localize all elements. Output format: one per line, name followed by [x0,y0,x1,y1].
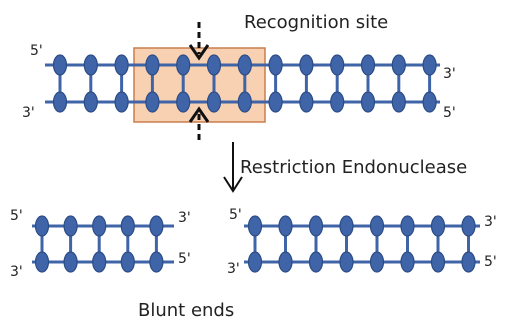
recognition-site-label: Recognition site [244,12,388,33]
right-fragment-nucleotide-bead [369,251,385,273]
uncut-nucleotide-bead [268,91,283,113]
reaction-arrow [223,142,243,193]
uncut-nucleotide-bead [206,91,222,113]
right-fragment-nucleotide-bead [461,251,476,273]
right-fragment-nucleotide-bead [339,251,354,273]
left-fragment-nucleotide-bead [120,251,135,273]
left-fragment-lower-right-label: 5' [178,251,191,267]
uncut-nucleotide-bead [83,91,98,113]
uncut-nucleotide-bead [299,91,314,113]
right-fragment-lower-right-label: 5' [484,254,497,270]
left-fragment-upper-right-label: 3' [178,210,191,226]
uncut-nucleotide-bead [330,54,345,76]
left-fragment-upper-left-label: 5' [10,208,23,224]
left-fragment-nucleotide-bead [34,215,50,237]
uncut-nucleotide-bead [114,91,129,113]
cut-site-arrow-bottom [188,106,210,140]
dna-duplex-uncut [45,54,440,113]
right-fragment-lower-left-label: 3' [227,261,240,277]
right-fragment-nucleotide-bead [400,215,415,237]
uncut-nucleotide-bead [237,91,252,113]
top-left-lower-end-label: 3' [22,105,35,121]
uncut-nucleotide-bead [330,91,345,113]
right-fragment-nucleotide-bead [308,251,324,273]
right-fragment-nucleotide-bead [400,251,415,273]
uncut-nucleotide-bead [114,54,129,76]
right-fragment-nucleotide-bead [430,251,446,273]
left-fragment-nucleotide-bead [120,215,135,237]
uncut-nucleotide-bead [422,54,437,76]
left-fragment-nucleotide-bead [92,251,107,273]
uncut-nucleotide-bead [422,91,437,113]
left-fragment-nucleotide-bead [63,251,78,273]
top-right-upper-end-label: 3' [443,66,456,82]
uncut-nucleotide-bead [52,54,68,76]
top-right-lower-end-label: 5' [443,105,456,121]
left-fragment-lower-left-label: 3' [10,264,23,280]
right-fragment-nucleotide-bead [339,215,354,237]
uncut-nucleotide-bead [360,91,376,113]
right-fragment-nucleotide-bead [308,215,324,237]
uncut-nucleotide-bead [176,54,191,76]
uncut-nucleotide-bead [206,54,222,76]
left-fragment-nucleotide-bead [92,215,107,237]
right-fragment-nucleotide-bead [247,215,263,237]
right-fragment-nucleotide-bead [247,251,263,273]
uncut-nucleotide-bead [360,54,376,76]
right-fragment-nucleotide-bead [278,215,293,237]
left-fragment-nucleotide-bead [34,251,50,273]
blunt-ends-label: Blunt ends [138,300,234,320]
right-fragment-upper-right-label: 3' [484,214,497,230]
dna-fragment-right [244,215,480,273]
uncut-nucleotide-bead [268,54,283,76]
uncut-nucleotide-bead [145,54,160,76]
right-fragment-nucleotide-bead [278,251,293,273]
uncut-nucleotide-bead [176,91,191,113]
uncut-nucleotide-bead [145,91,160,113]
uncut-nucleotide-bead [391,54,406,76]
right-fragment-nucleotide-bead [430,215,446,237]
right-fragment-upper-left-label: 5' [229,207,242,223]
right-fragment-nucleotide-bead [369,215,385,237]
uncut-nucleotide-bead [299,54,314,76]
left-fragment-nucleotide-bead [149,251,164,273]
left-fragment-nucleotide-bead [149,215,164,237]
uncut-nucleotide-bead [391,91,406,113]
uncut-nucleotide-bead [52,91,68,113]
dna-fragment-left [32,215,174,273]
left-fragment-nucleotide-bead [63,215,78,237]
restriction-enzyme-label: Restriction Endonuclease [240,157,467,178]
right-fragment-nucleotide-bead [461,215,476,237]
cut-site-arrow-top [188,22,210,61]
uncut-nucleotide-bead [83,54,98,76]
uncut-nucleotide-bead [237,54,252,76]
top-left-upper-end-label: 5' [30,43,43,59]
